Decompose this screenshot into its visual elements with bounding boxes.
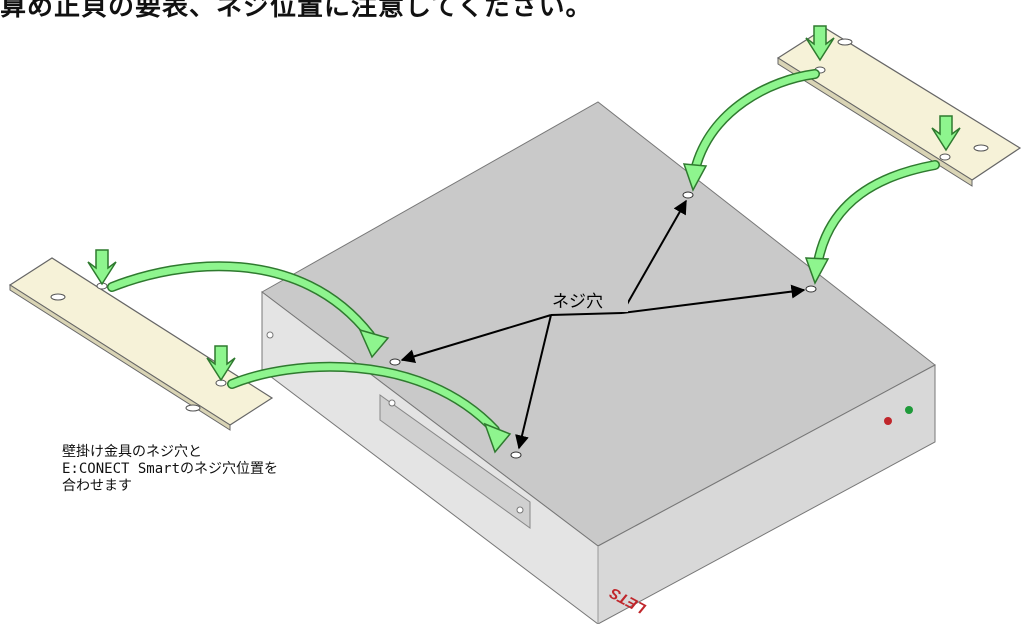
led-red-icon	[884, 417, 892, 425]
screw-hole-icon	[510, 451, 522, 459]
green-arrowheads	[358, 163, 830, 454]
left-wall-bracket	[8, 257, 274, 431]
label-background	[548, 288, 628, 312]
caption-line-3: 合わせます	[62, 478, 132, 494]
screw-hole-icon	[682, 191, 694, 199]
caption-line-2: E:CONECT Smartのネジ穴位置を	[62, 461, 279, 477]
header-instruction: 算め正貝の要表、ネジ位置に注意してください。	[0, 0, 593, 22]
device-box: LETS	[261, 101, 936, 624]
screw-hole-icon	[805, 285, 817, 293]
front-panel-plate	[379, 394, 531, 529]
down-arrow-icons	[87, 25, 961, 382]
screw-hole-icon	[389, 358, 401, 366]
screw-hole-pointers	[400, 199, 806, 450]
green-curved-arrows	[107, 69, 940, 435]
caption-line-1: 壁掛け金具のネジ穴と	[62, 444, 202, 460]
instruction-caption: 壁掛け金具のネジ穴と E:CONECT Smartのネジ穴位置を 合わせます	[62, 444, 278, 495]
device-left-face	[261, 290, 599, 624]
screw-hole-label: ネジ穴	[552, 292, 603, 312]
led-green-icon	[905, 406, 913, 414]
right-wall-bracket	[776, 27, 1022, 187]
